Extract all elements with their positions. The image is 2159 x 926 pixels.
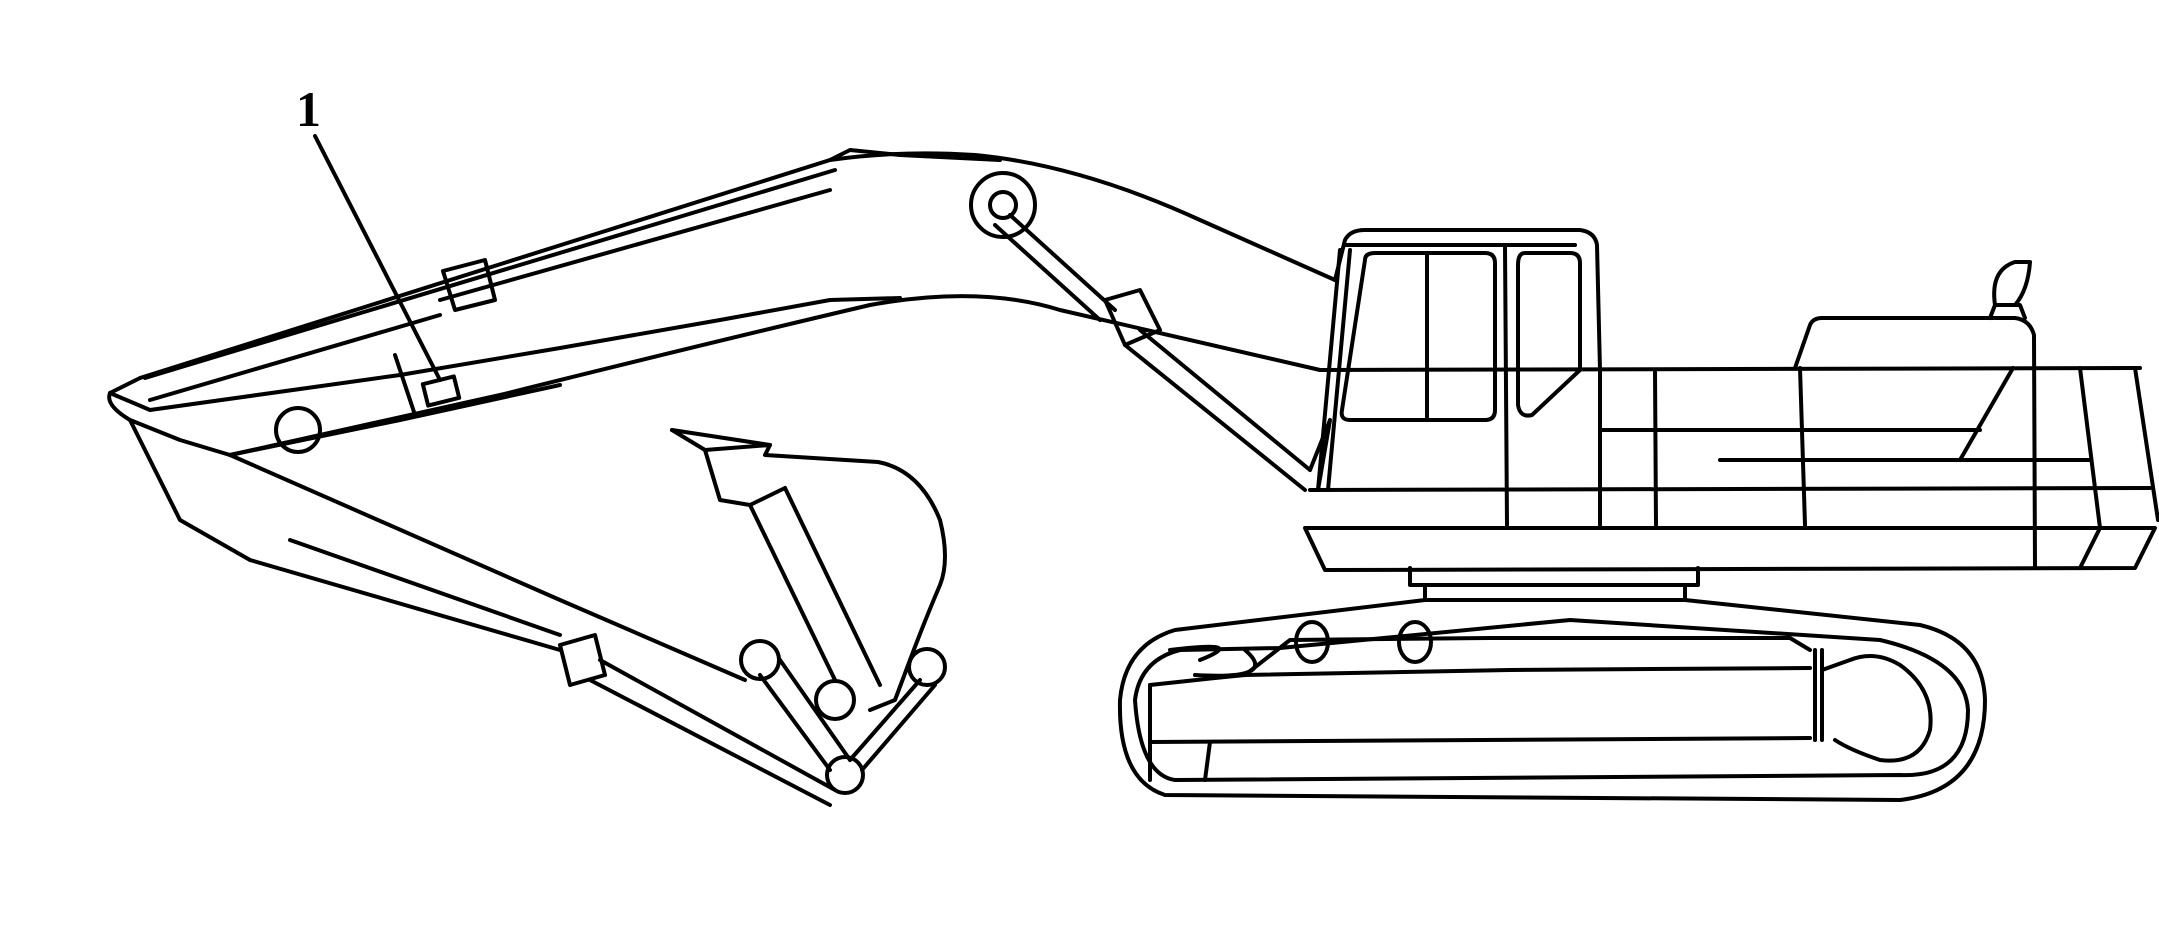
bucket-cylinder (228, 453, 837, 807)
tracks (1117, 598, 1987, 802)
turntable (1408, 566, 1700, 602)
cab (1316, 228, 1602, 527)
arm (107, 148, 1002, 562)
boom (228, 151, 1337, 492)
callout-label-1: 1 (296, 81, 321, 137)
callout-leader-line (313, 134, 442, 382)
upper-structure (1303, 260, 2159, 572)
bucket (670, 428, 947, 795)
